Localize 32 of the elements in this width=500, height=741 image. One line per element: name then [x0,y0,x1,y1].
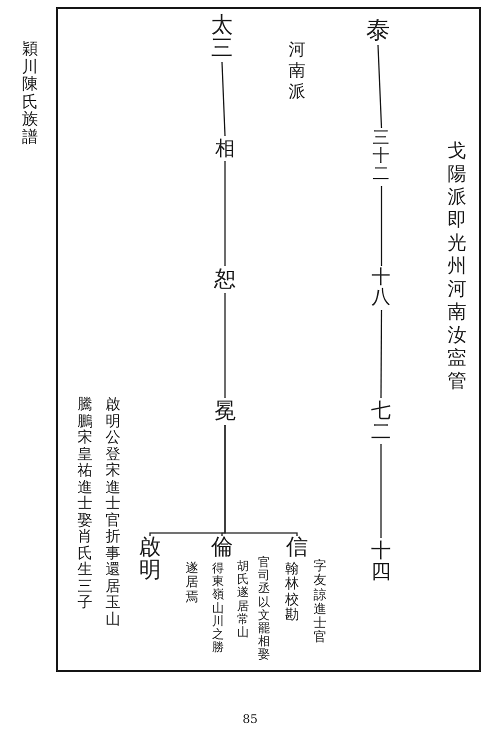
name-text: 恕 [214,268,236,292]
annotation-text: 官司丞以文罷相娶 [258,556,270,662]
name-text: 七二 [371,400,391,442]
page-number: 85 [242,712,258,726]
lineage-line [380,310,382,398]
lineage-line [221,62,226,136]
annotation-text: 遂居焉 [186,562,198,605]
name-text: 倫 [211,536,233,560]
name-text: 太三 [211,14,233,60]
name-text: 十八 [372,268,390,308]
annotation-text: 戈陽派即光州河南汝寍管 [448,140,466,393]
name-text: 相 [215,138,235,159]
name-text: 泰 [366,18,390,44]
page-header: 穎川陳氏族譜 [22,40,38,146]
lineage-line [377,44,382,128]
name-text: 三十二 [372,130,390,184]
lineage-line [224,293,226,398]
name-text: 啟明 [139,536,161,582]
annotation-text: 騰鵬宋皇祐進士娶肖氏生三子 [78,396,92,610]
annotation-text: 啟明公登宋進士官折事還居玉山 [106,396,120,627]
lineage-line [380,186,382,266]
name-text: 冕 [214,400,236,424]
lineage-line [224,161,226,266]
lineage-line [149,425,226,536]
name-text: 十四 [371,540,391,582]
annotation-text: 翰林校勘 [285,562,299,624]
annotation-text: 字友諒進士官 [314,560,326,646]
annotation-text: 胡氏遂居常山 [237,560,249,640]
lineage-line [380,444,382,538]
branch-label: 河南派 [288,40,306,103]
name-text: 信 [286,536,308,560]
annotation-text: 得東嶺山川之勝 [212,562,224,654]
